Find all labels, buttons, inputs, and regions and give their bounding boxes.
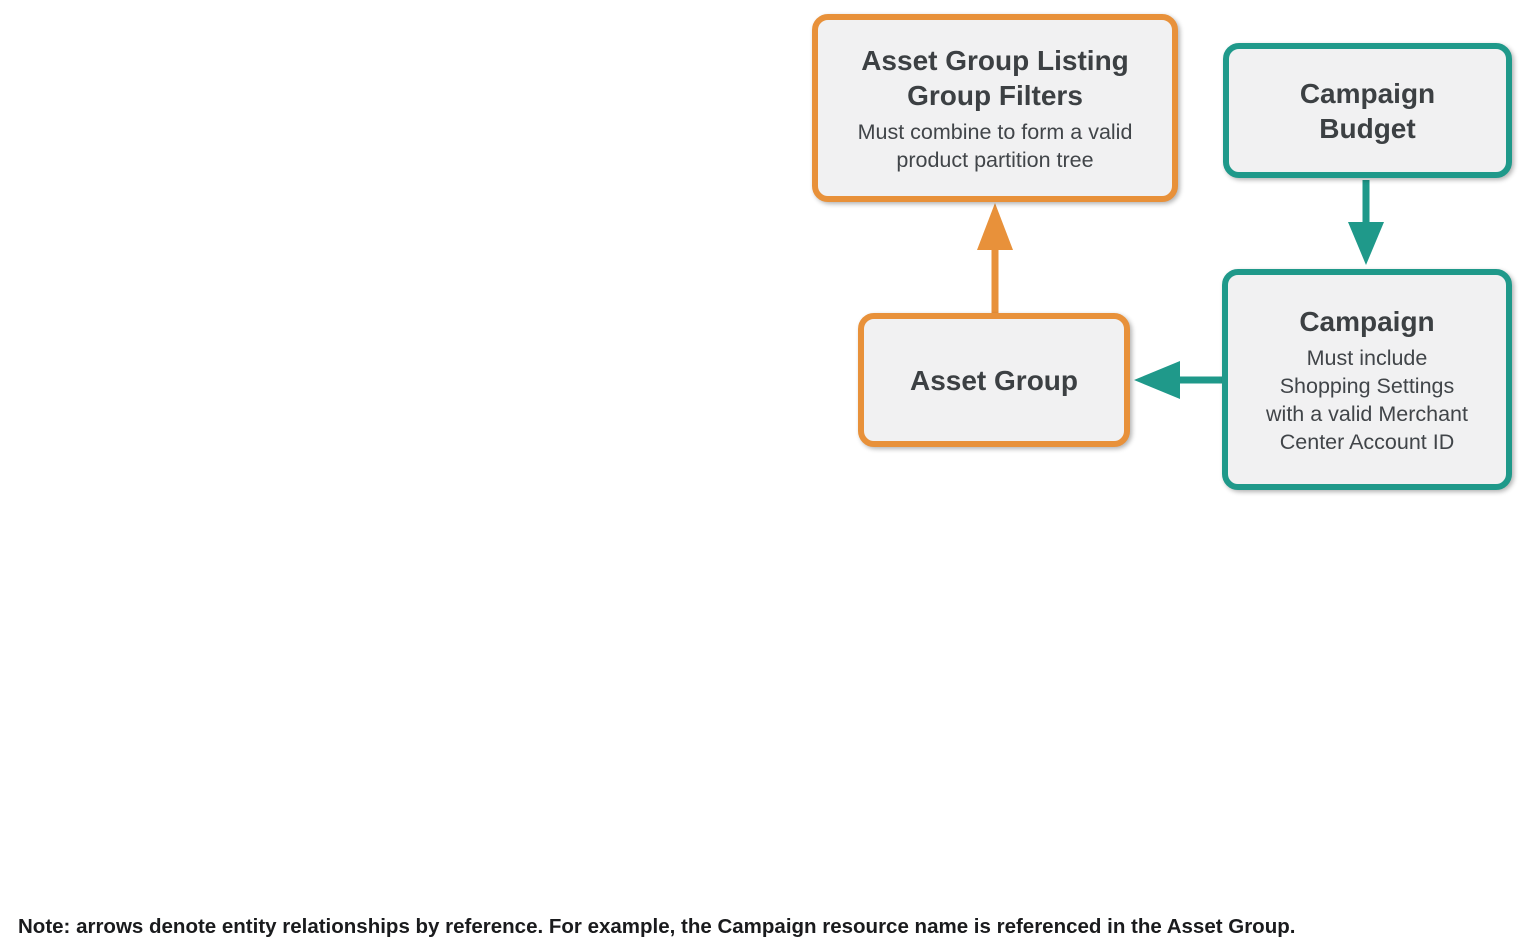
node-campaign: Campaign Must include Shopping Settings … <box>1222 269 1512 490</box>
arrow-asset-group-to-listing-filters <box>977 203 1013 313</box>
footnote: Note: arrows denote entity relationships… <box>18 915 1296 938</box>
node-title: Asset Group <box>909 364 1079 396</box>
arrowhead-up-icon <box>977 203 1013 250</box>
node-subtitle: Must combine to form a valid product par… <box>857 119 1133 172</box>
node-title: Campaign Budget <box>1299 77 1436 144</box>
node-asset-group: Asset Group <box>858 313 1130 447</box>
node-subtitle: Must include Shopping Settings with a va… <box>1266 345 1468 454</box>
arrow-campaign-to-asset-group <box>1134 361 1223 399</box>
node-campaign-budget: Campaign Budget <box>1223 43 1512 178</box>
arrowhead-down-icon <box>1348 222 1384 265</box>
node-title: Campaign <box>1299 305 1435 337</box>
arrowhead-left-icon <box>1134 361 1180 399</box>
node-title: Asset Group Listing Group Filters <box>861 44 1129 111</box>
arrow-campaign-budget-to-campaign <box>1348 180 1384 265</box>
node-asset-group-listing-group-filters: Asset Group Listing Group Filters Must c… <box>812 14 1178 202</box>
